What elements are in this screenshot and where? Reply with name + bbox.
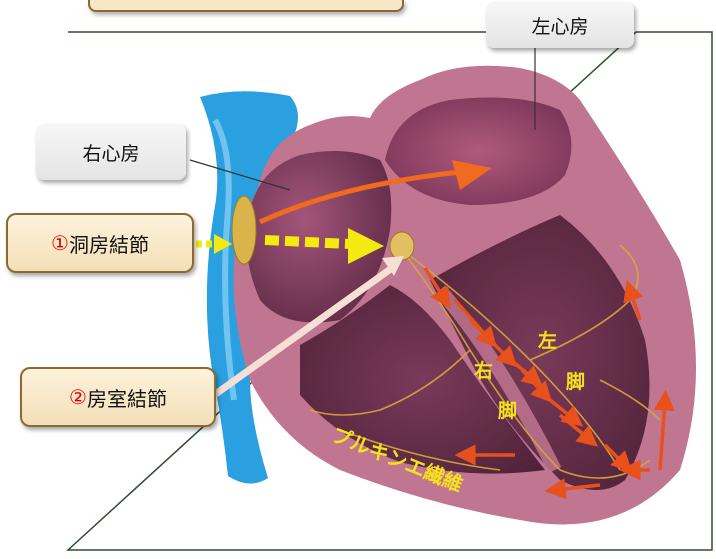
right-bundle-label-1: 右 bbox=[473, 359, 493, 382]
av-node-number: ② bbox=[69, 385, 87, 409]
right-atrium-callout: 右心房 bbox=[36, 124, 186, 180]
top-callout-fragment bbox=[88, 0, 404, 12]
right-atrium-label: 右心房 bbox=[82, 139, 139, 166]
sa-node bbox=[232, 196, 256, 264]
left-atrium-label: 左心房 bbox=[531, 12, 588, 39]
av-node bbox=[390, 232, 414, 260]
av-node-label: 房室結節 bbox=[87, 383, 167, 412]
right-bundle-label-2: 脚 bbox=[498, 400, 517, 422]
sa-node-label: 洞房結節 bbox=[69, 229, 149, 258]
left-atrium-callout: 左心房 bbox=[486, 2, 634, 48]
left-bundle-label-1: 左 bbox=[538, 329, 557, 352]
sa-node-number: ① bbox=[51, 231, 69, 255]
left-bundle-label-2: 脚 bbox=[566, 371, 585, 393]
